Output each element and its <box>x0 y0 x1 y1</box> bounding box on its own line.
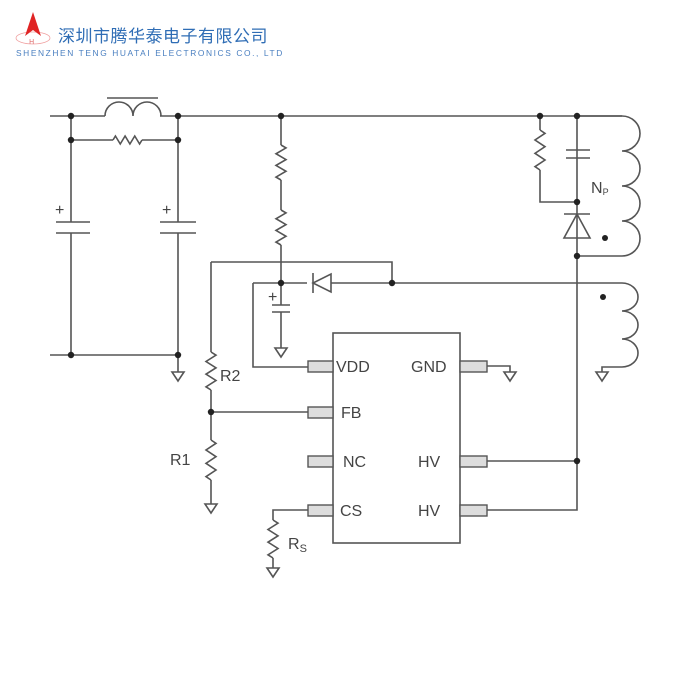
junction-node <box>573 198 581 206</box>
input-inductor <box>104 101 162 117</box>
ic-pin-left <box>307 504 334 517</box>
label-r1: R1 <box>170 452 191 469</box>
ic-pin-right <box>459 360 488 373</box>
resistor-startup-2 <box>274 209 288 246</box>
pin-label-cs: CS <box>340 503 362 520</box>
junction-node <box>67 351 75 359</box>
ground-icon <box>594 371 610 383</box>
cap-plus-2: + <box>162 202 171 219</box>
ic-pin-right <box>459 455 488 468</box>
ground-icon <box>265 567 281 579</box>
controller-ic <box>332 332 461 544</box>
ground-icon <box>203 503 219 515</box>
pin-label-vdd: VDD <box>336 359 370 376</box>
aux-winding <box>601 282 639 372</box>
snubber-diode <box>562 212 592 239</box>
resistor-snubber <box>533 129 547 171</box>
logo-emblem-icon: H <box>15 12 51 46</box>
junction-node <box>388 279 396 287</box>
junction-node <box>67 112 75 120</box>
ground-icon <box>170 371 186 383</box>
ground-icon <box>502 371 518 383</box>
ic-pin-left <box>307 406 334 419</box>
resistor-r1 <box>204 439 218 481</box>
resistor-input-damping <box>112 134 143 146</box>
cap-plus-1: + <box>55 202 64 219</box>
svg-text:H: H <box>29 38 34 46</box>
polarity-dot-primary <box>602 235 608 241</box>
junction-node <box>536 112 544 120</box>
junction-node <box>573 252 581 260</box>
junction-node <box>573 112 581 120</box>
ic-pin-right <box>459 504 488 517</box>
pin-label-hv2: HV <box>418 503 441 520</box>
junction-node <box>67 136 75 144</box>
ic-pin-left <box>307 360 334 373</box>
aux-diode <box>311 272 332 294</box>
ground-icon <box>273 347 289 359</box>
polarity-dot-aux <box>600 294 606 300</box>
junction-node <box>174 136 182 144</box>
pin-label-fb: FB <box>341 405 361 422</box>
junction-node <box>277 279 285 287</box>
junction-node <box>174 351 182 359</box>
pin-label-hv1: HV <box>418 454 441 471</box>
junction-node <box>277 112 285 120</box>
company-name-en: SHENZHEN TENG HUATAI ELECTRONICS CO., LT… <box>16 48 284 58</box>
pin-label-gnd: GND <box>411 359 447 376</box>
company-logo: H 深圳市腾华泰电子有限公司 SHENZHEN TENG HUATAI ELEC… <box>14 10 284 62</box>
label-r2: R2 <box>220 368 241 385</box>
cap-plus-3: + <box>268 289 277 306</box>
junction-node <box>207 408 215 416</box>
label-np: NP <box>591 180 609 197</box>
junction-node <box>573 457 581 465</box>
company-name-cn: 深圳市腾华泰电子有限公司 <box>58 27 268 47</box>
ic-pin-left <box>307 455 334 468</box>
primary-winding <box>577 115 641 257</box>
wires <box>50 97 641 568</box>
resistor-startup-1 <box>274 144 288 181</box>
resistor-rs <box>266 519 280 559</box>
resistor-r2 <box>204 351 218 391</box>
label-rs: RS <box>288 536 307 555</box>
junction-node <box>174 112 182 120</box>
pin-label-nc: NC <box>343 454 366 471</box>
